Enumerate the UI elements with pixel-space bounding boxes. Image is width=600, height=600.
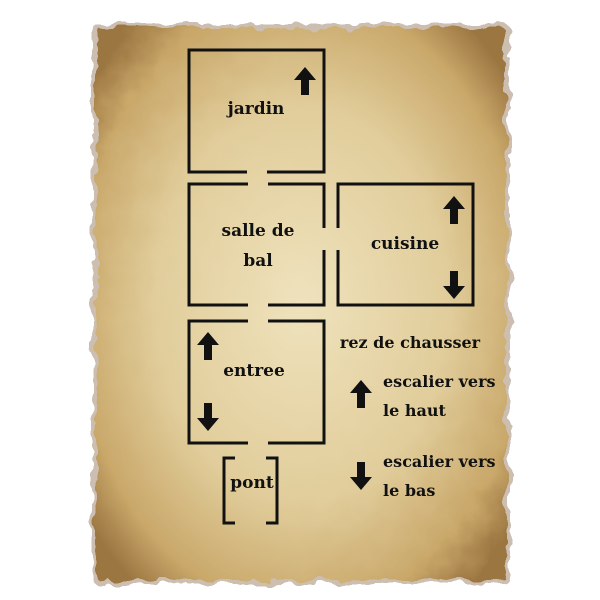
room-entree [187, 319, 326, 445]
room-cuisine [336, 182, 475, 307]
legend-up-line1: escalier vers [383, 372, 496, 391]
room-label-entree: entree [223, 361, 285, 381]
arrow-down-icon [350, 462, 372, 490]
arrow-up-icon [294, 67, 316, 95]
room-jardin [187, 48, 326, 174]
legend-up-line2: le haut [383, 401, 446, 420]
room-label-pont: pont [230, 473, 274, 493]
room-label-jardin: jardin [226, 99, 285, 119]
arrow-up-icon [197, 332, 219, 360]
room-label-salle-line1: salle de [222, 221, 295, 241]
arrow-down-icon [443, 271, 465, 299]
room-pont [222, 456, 279, 525]
arrow-up-icon [443, 196, 465, 224]
arrow-down-icon [197, 403, 219, 431]
floor-title: rez de chausser [340, 333, 481, 352]
room-label-cuisine: cuisine [371, 234, 440, 254]
room-salle-de-bal [187, 182, 326, 307]
room-label-salle-line2: bal [243, 251, 273, 271]
legend-down-line2: le bas [383, 481, 435, 500]
legend-down-line1: escalier vers [383, 452, 496, 471]
arrow-up-icon [350, 380, 372, 408]
